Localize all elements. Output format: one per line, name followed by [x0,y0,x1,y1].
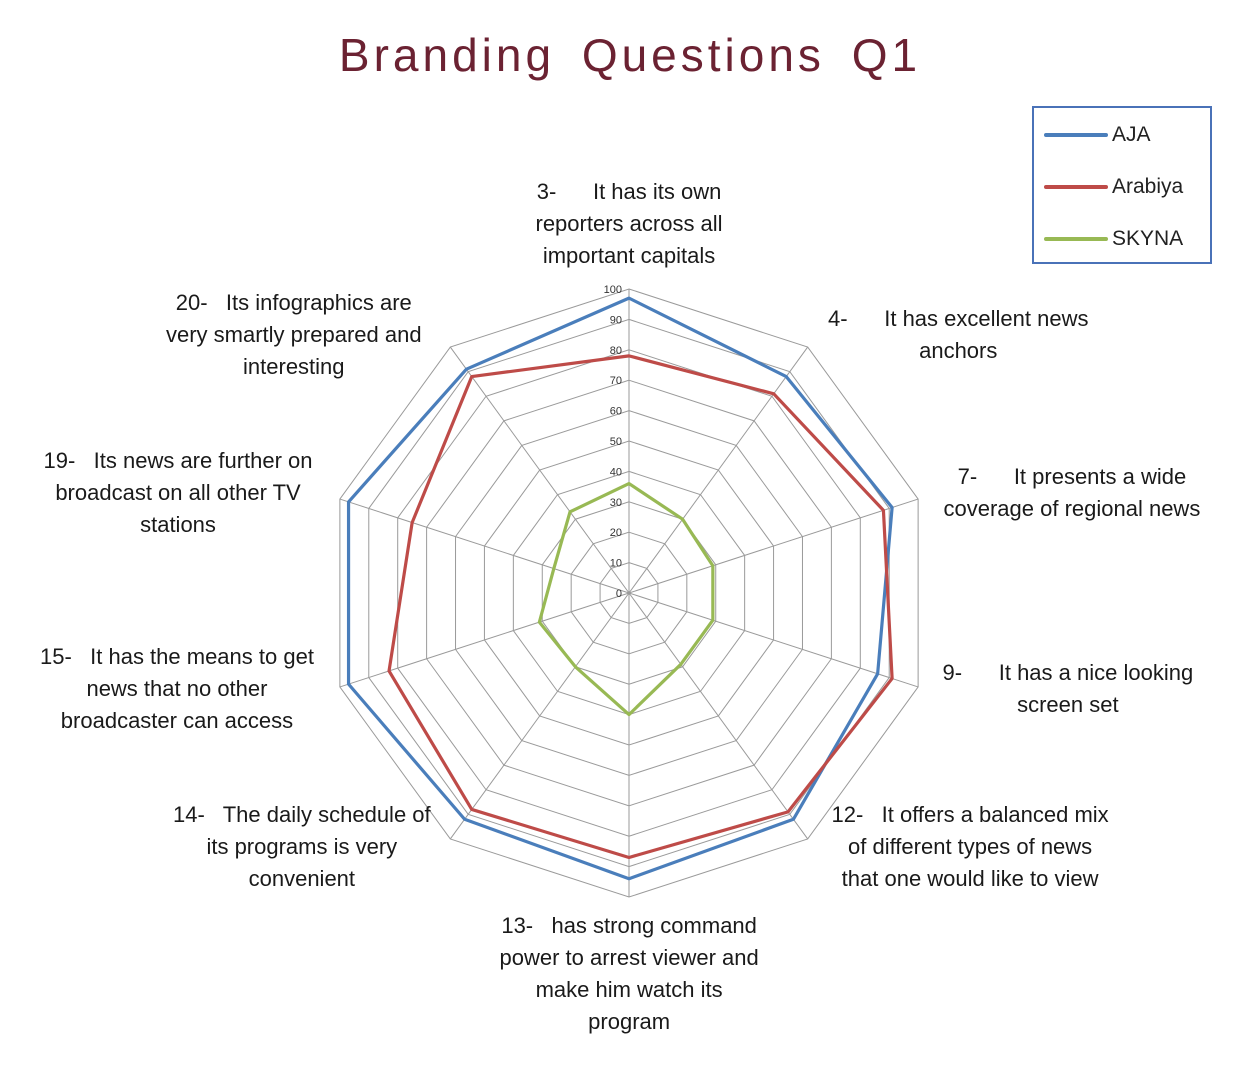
r-tick-label: 10 [610,558,622,570]
grid-spoke [628,592,919,688]
r-tick-label: 50 [610,436,622,448]
grid-spoke [449,592,630,840]
category-label-line: 4- It has excellent news [828,306,1089,331]
category-label-line: 9- It has a nice looking [942,660,1194,685]
category-label-line: 19- Its news are further on [43,448,313,473]
r-tick-label: 30 [610,497,622,509]
legend-swatch-skyna [1044,237,1108,241]
legend-label-skyna: SKYNA [1112,227,1184,250]
category-label: 13- has strong command power to arrest vi… [500,910,759,1038]
r-tick-label: 40 [610,466,622,478]
category-label-line: very smartly prepared and [166,322,422,347]
category-label-line: make him watch its [535,977,723,1002]
category-label-line: reporters across all [535,211,723,236]
legend-label-aja: AJA [1112,123,1151,146]
category-label-line: important capitals [542,243,716,268]
grid-spoke [628,346,809,594]
legend: AJA Arabiya SKYNA [1032,106,1212,264]
category-label-line: program [588,1009,671,1034]
grid-spoke [449,346,630,594]
category-label-line: convenient [248,866,356,891]
category-label-line: its programs is very [206,834,398,859]
category-label: 20- Its infographics are very smartly pre… [166,287,422,383]
legend-swatch-arabiya [1044,185,1108,189]
grid-spoke [628,498,919,594]
category-label: 14- The daily schedule of its programs is… [173,799,431,895]
category-label: 15- It has the means to get news that no … [40,641,314,737]
category-label-line: broadcaster can access [60,708,294,733]
r-tick-label: 20 [610,527,622,539]
category-label-line: power to arrest viewer and [499,945,759,970]
category-label-line: stations [140,512,216,537]
category-label: 19- Its news are further on broadcast on … [44,445,313,541]
category-label-line: 15- It has the means to get [40,644,314,669]
category-label-line: interesting [243,354,345,379]
category-label: 12- It offers a balanced mix of different… [832,799,1109,895]
legend-label-arabiya: Arabiya [1112,175,1184,198]
category-label-line: 14- The daily schedule of [173,802,431,827]
category-label-line: 7- It presents a wide [957,464,1187,489]
category-label: 3- It has its own reporters across all imp… [536,176,723,272]
category-label: 4- It has excellent news anchors [828,303,1088,367]
r-tick-label: 80 [610,345,622,357]
r-tick-label: 0 [616,588,622,600]
legend-item-skyna: SKYNA [1044,224,1183,254]
category-label-line: anchors [919,338,998,363]
category-label: 9- It has a nice looking screen set [943,657,1194,721]
category-label-line: that one would like to view [841,866,1099,891]
legend-item-arabiya: Arabiya [1044,172,1183,202]
category-label: 7- It presents a wide coverage of regiona… [944,461,1201,525]
category-label-line: coverage of regional news [943,496,1201,521]
grid-spoke [339,498,630,594]
r-tick-label: 90 [610,314,622,326]
r-tick-label: 100 [604,284,622,296]
legend-swatch-aja [1044,133,1108,137]
category-label-line: 12- It offers a balanced mix [831,802,1109,827]
category-label-line: broadcast on all other TV [55,480,301,505]
category-label-line: 20- Its infographics are [175,290,412,315]
legend-item-aja: AJA [1044,120,1151,150]
category-label-line: of different types of news [848,834,1093,859]
chart-title: Branding Questions Q1 [338,29,922,81]
category-label-line: 3- It has its own [536,179,722,204]
r-tick-label: 70 [610,375,622,387]
grid-spoke [628,592,809,840]
r-tick-label: 60 [610,406,622,418]
category-label-line: screen set [1017,692,1119,717]
category-label-line: 13- has strong command [501,913,757,938]
category-label-line: news that no other [86,676,268,701]
